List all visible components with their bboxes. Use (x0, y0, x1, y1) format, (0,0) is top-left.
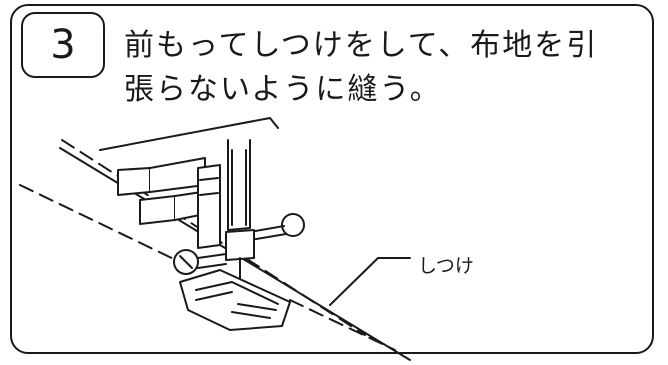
thumb-screw-right (281, 213, 305, 237)
needle-clamp (225, 229, 255, 261)
basting-callout-label: しつけ (418, 255, 474, 277)
instruction-text: 前もってしつけをして、布地を引 張らないように縫う。 (124, 24, 644, 112)
seam-line-left (19, 184, 181, 263)
step-number: 3 (50, 22, 76, 68)
machine-arm (99, 117, 279, 151)
needle-bar (227, 139, 251, 231)
instruction-line-2: 張らないように縫う。 (124, 72, 442, 107)
callout-leader-line (329, 257, 411, 306)
presser-foot-sole (179, 269, 291, 331)
step-number-badge: 3 (21, 12, 105, 78)
seam-line-right (289, 299, 396, 351)
instruction-line-1: 前もってしつけをして、布地を引 (124, 28, 599, 63)
presser-foot-shank (197, 164, 221, 249)
